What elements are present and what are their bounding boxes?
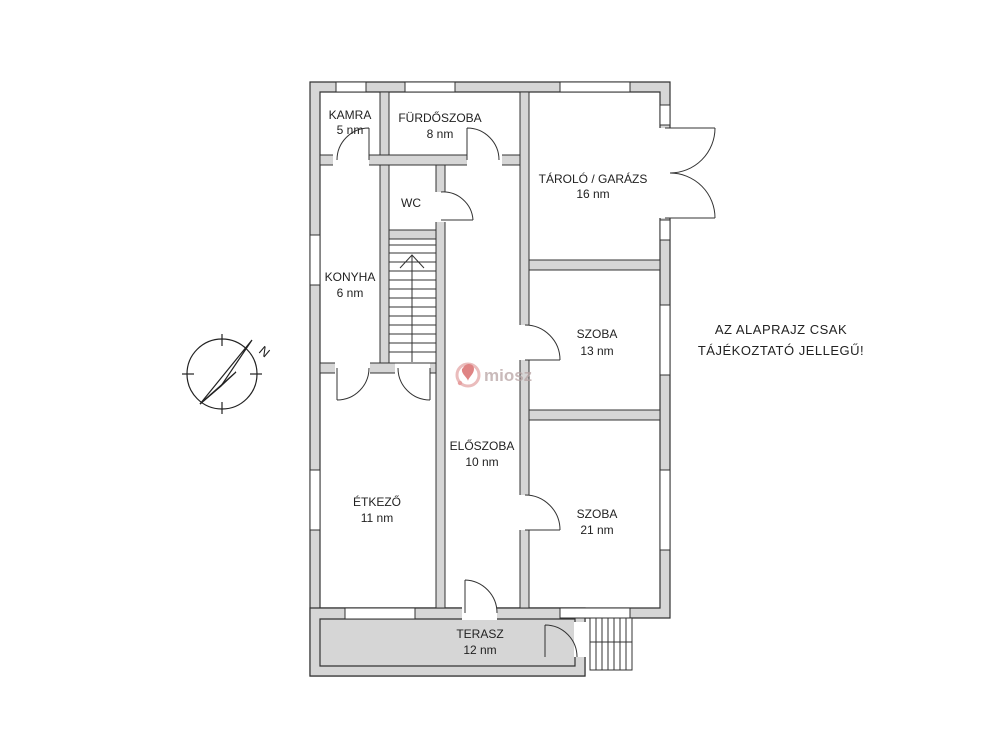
compass: N (182, 334, 273, 414)
wall-h3 (528, 259, 661, 271)
ext-stair-steps (595, 618, 627, 670)
gap-kamra (333, 154, 369, 166)
label-wc: WC (401, 196, 421, 210)
window-furdo (404, 81, 456, 93)
door-terrace (544, 624, 578, 658)
window-etkezo-bottom (344, 607, 416, 620)
window-szoba2-bottom (559, 607, 631, 619)
gap-tarolo-right (659, 128, 671, 218)
label-etkezo: ÉTKEZŐ (353, 494, 401, 509)
logo-text: miosz (484, 366, 532, 385)
door-tarolo-right-2 (665, 172, 716, 219)
label-furdoszoba: FÜRDŐSZOBA (398, 110, 481, 125)
ext-stairs-box (589, 617, 633, 671)
window-tarolo-right-bottom (659, 219, 671, 241)
area-szoba2: 21 nm (580, 523, 613, 537)
label-terasz: TERASZ (456, 627, 503, 641)
logo-icon (455, 362, 481, 388)
note-line-1: AZ ALAPRAJZ CSAK (715, 322, 847, 337)
door-tarolo-right-1 (665, 127, 716, 174)
window-tarolo-top (559, 81, 631, 93)
window-kamra (335, 81, 367, 93)
door-wc (440, 191, 474, 221)
label-tarolo: TÁROLÓ / GARÁZS (539, 171, 648, 186)
gap-wc (435, 192, 446, 222)
window-szoba1 (659, 304, 671, 376)
window-konyha (309, 234, 321, 286)
label-szoba1: SZOBA (577, 327, 618, 341)
wall-v3 (379, 164, 390, 364)
window-tarolo-right-top (659, 104, 671, 126)
door-kamra (336, 127, 370, 161)
disclaimer-note: AZ ALAPRAJZ CSAK TÁJÉKOZTATÓ JELLEGŰ! (698, 322, 864, 358)
area-szoba1: 13 nm (580, 344, 613, 358)
area-kamra: 5 nm (337, 123, 364, 137)
compass-needle-fill (199, 371, 237, 405)
door-konyha1 (336, 367, 370, 401)
door-gaps (333, 128, 671, 657)
door-furdo (466, 127, 500, 161)
area-konyha: 6 nm (337, 286, 364, 300)
wall-wc-right (435, 164, 446, 609)
area-eloszoba: 10 nm (465, 455, 498, 469)
stairs-arrow-head (399, 254, 425, 269)
door-entrance (464, 579, 498, 614)
note-line-2: TÁJÉKOZTATÓ JELLEGŰ! (698, 343, 864, 358)
door-konyha2 (397, 367, 431, 401)
wall-h2 (319, 362, 437, 374)
area-tarolo: 16 nm (576, 187, 609, 201)
label-szoba2: SZOBA (577, 507, 618, 521)
gap-furdo (467, 154, 502, 166)
doors (336, 127, 716, 658)
stairs-interior (388, 244, 437, 364)
window-szoba2 (659, 469, 671, 551)
windows (309, 81, 671, 620)
compass-needle-icon (199, 339, 253, 405)
wall-wc-bottom (388, 229, 437, 240)
gap-terrace-right (574, 622, 586, 657)
wall-h4 (528, 409, 661, 421)
logo-watermark: miosz (455, 362, 532, 388)
area-etkezo: 11 nm (361, 511, 393, 525)
gap-konyha2 (395, 362, 430, 374)
door-szoba1 (524, 324, 561, 361)
gap-entrance (462, 607, 497, 620)
gap-szoba2 (519, 495, 530, 530)
room-labels: KAMRA 5 nm FÜRDŐSZOBA 8 nm WC KONYHA 6 n… (325, 108, 648, 657)
gap-szoba1 (519, 325, 530, 360)
stairs-exterior (589, 617, 633, 671)
compass-label: N (256, 343, 273, 361)
label-eloszoba: ELŐSZOBA (450, 438, 515, 453)
gap-konyha1 (335, 362, 370, 374)
label-kamra: KAMRA (329, 108, 372, 122)
window-etkezo-left (309, 469, 321, 531)
label-konyha: KONYHA (325, 270, 376, 284)
wall-v1 (379, 91, 390, 156)
area-terasz: 12 nm (463, 643, 496, 657)
compass-circle (186, 338, 258, 410)
area-furdoszoba: 8 nm (427, 127, 454, 141)
door-szoba2 (524, 494, 561, 531)
